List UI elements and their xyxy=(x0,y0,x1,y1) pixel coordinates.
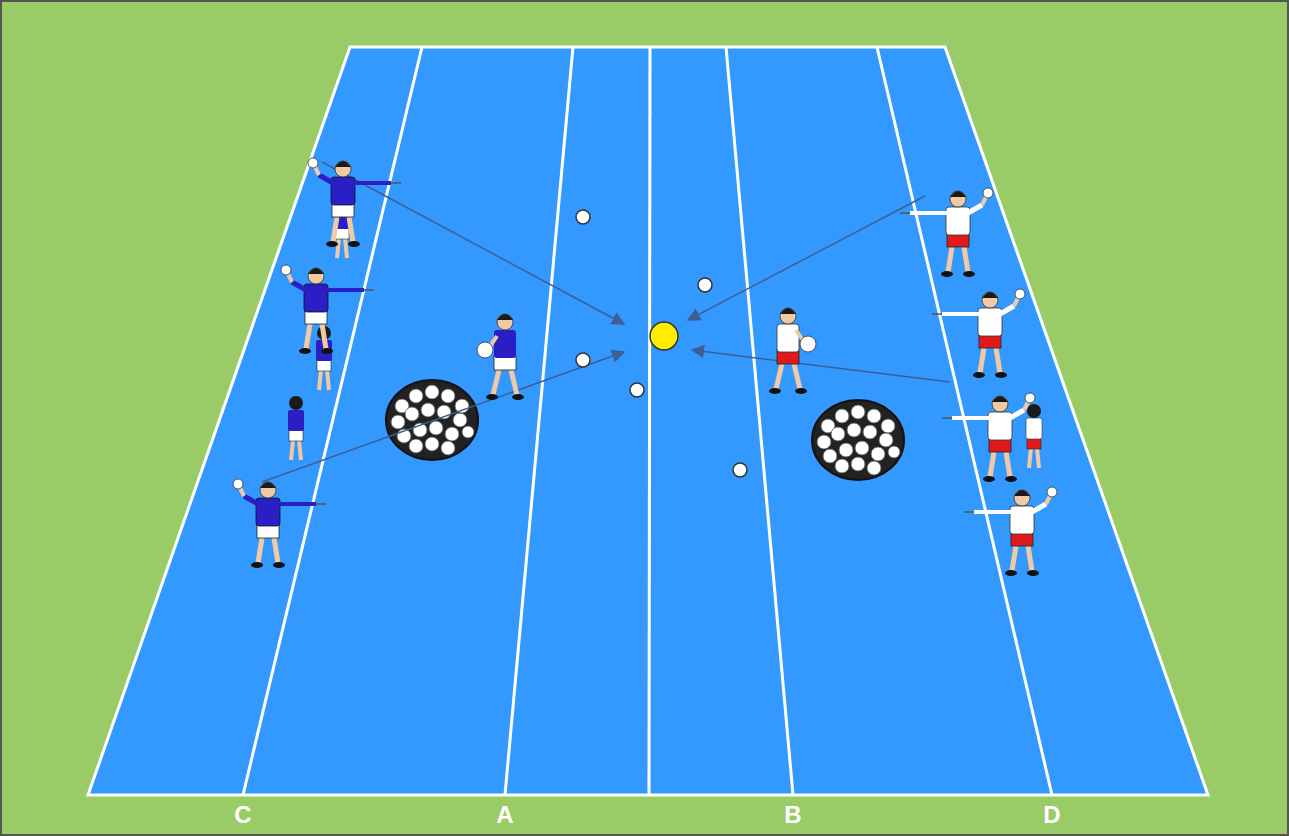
lane-label: A xyxy=(496,803,513,827)
lane-label: D xyxy=(1043,803,1060,827)
court xyxy=(88,47,1208,795)
lane-lines xyxy=(243,47,1052,795)
pass-arrows xyxy=(262,162,950,482)
target-ball xyxy=(650,322,678,350)
lane-label: B xyxy=(784,803,801,827)
loose-balls xyxy=(576,210,747,477)
lane-label: C xyxy=(234,803,251,827)
